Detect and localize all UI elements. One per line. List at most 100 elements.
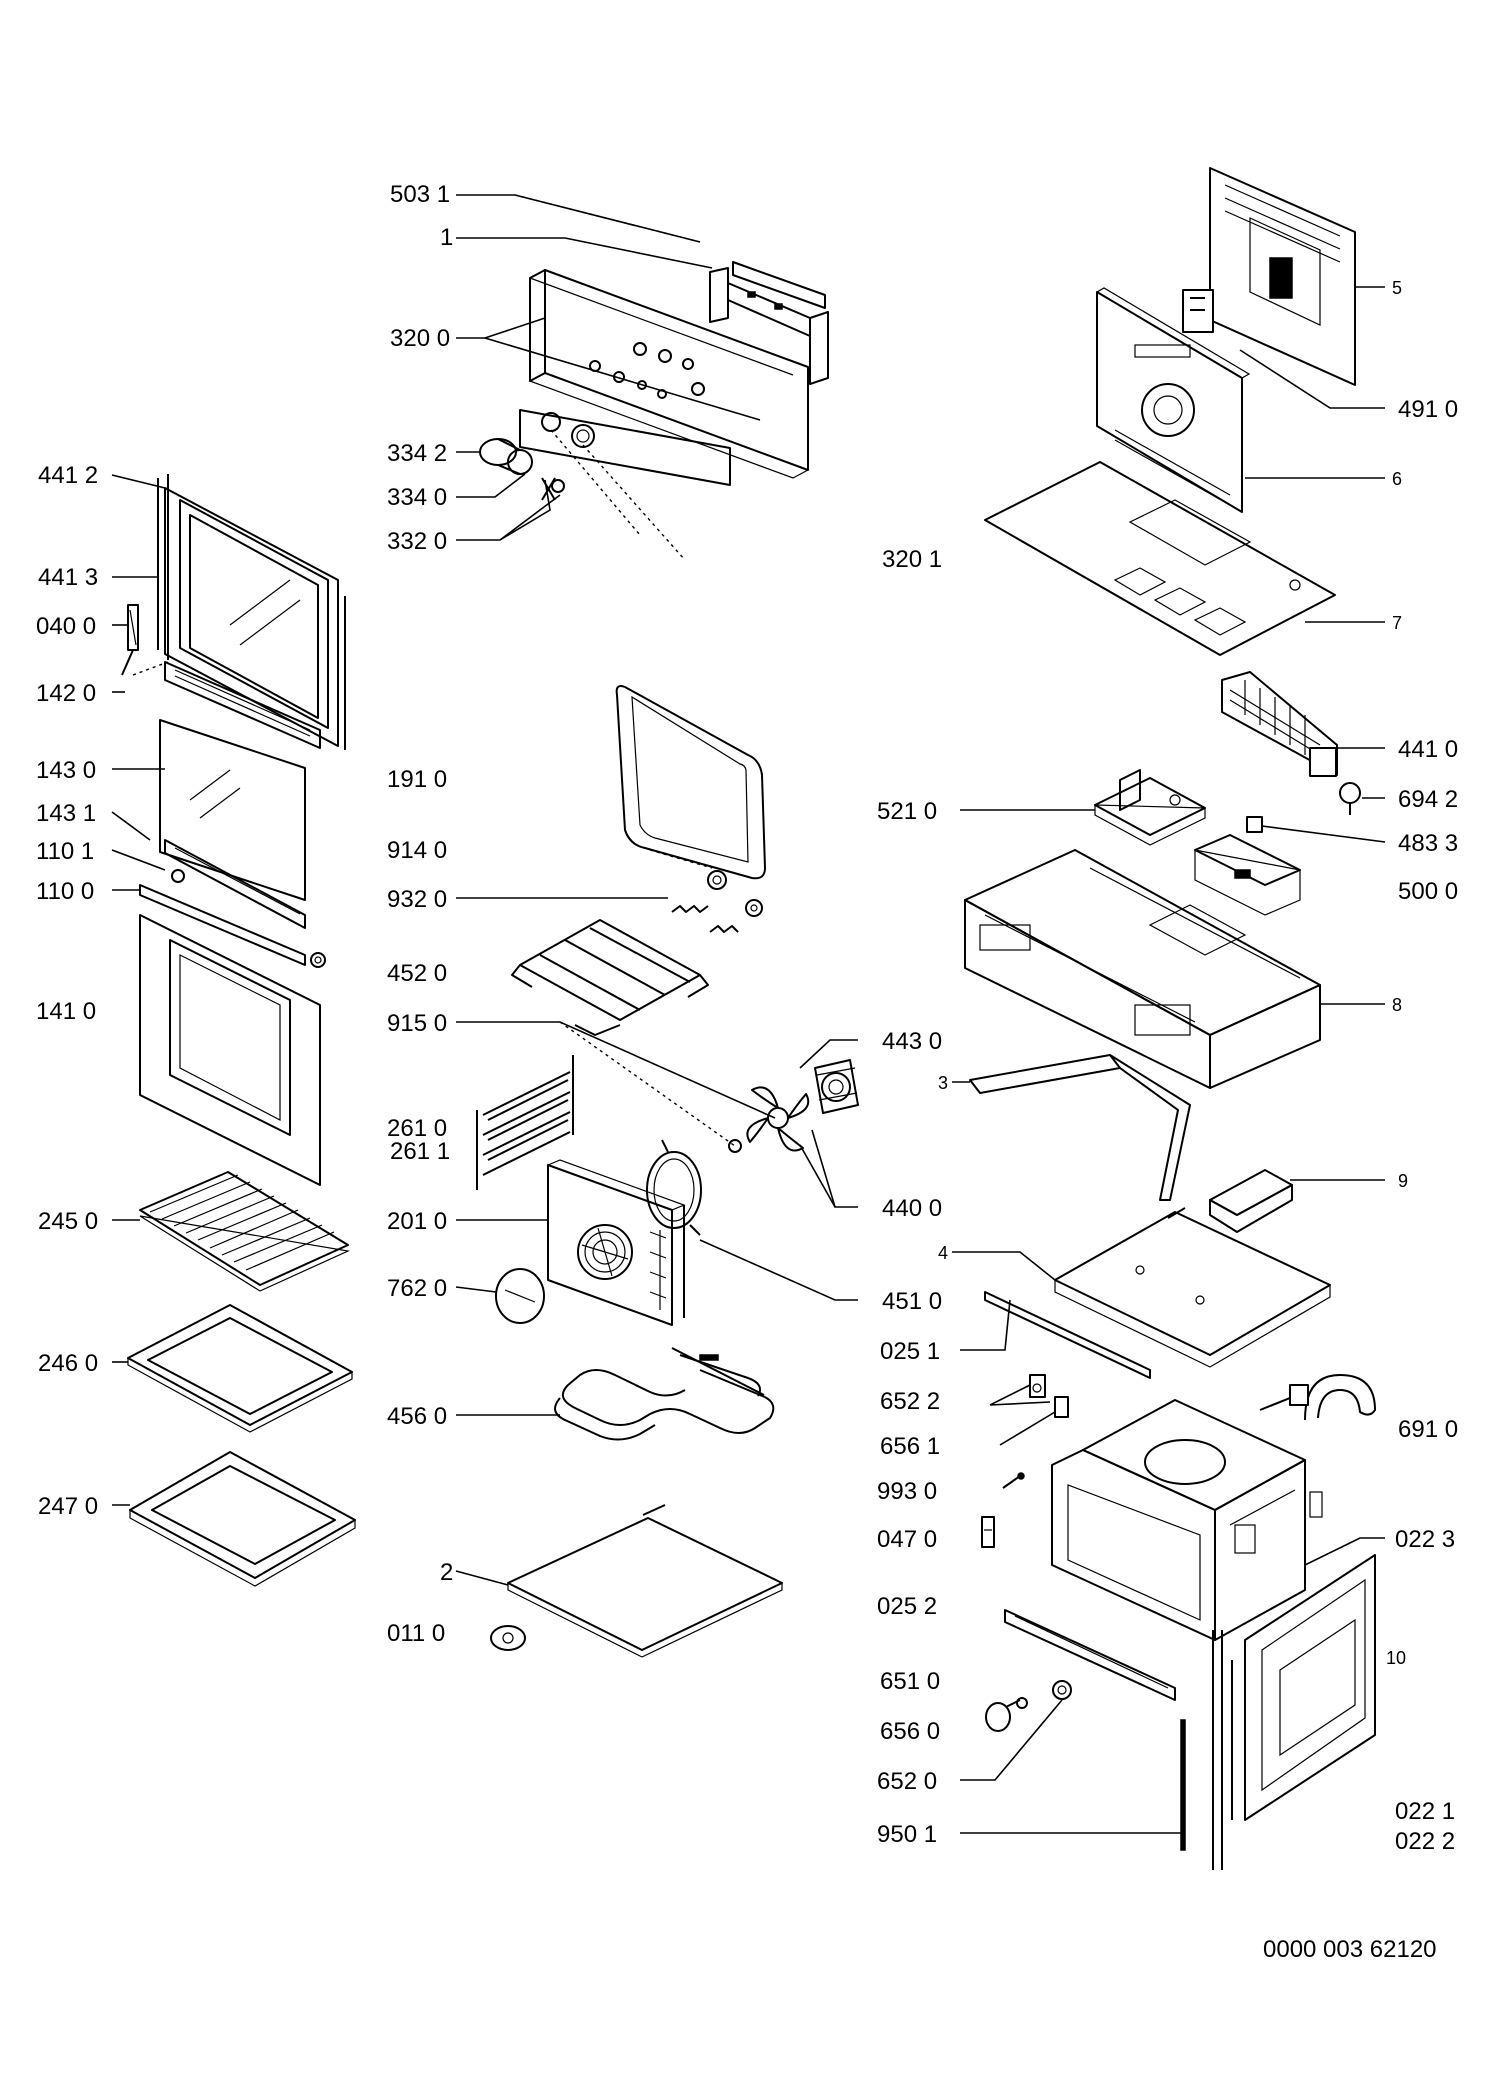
baking-tray-part	[127, 1304, 353, 1433]
label-246-0: 246 0	[38, 1350, 98, 1377]
label-334-0: 334 0	[387, 484, 447, 511]
cavity-top-cover-part	[1054, 1207, 1331, 1368]
motor-bracket-part	[1094, 769, 1206, 846]
hinge-part	[121, 604, 139, 676]
label-143-0: 143 0	[36, 757, 96, 784]
label-500-0: 500 0	[1398, 878, 1458, 905]
label-022-3: 022 3	[1395, 1526, 1455, 1553]
rating-label-part	[1209, 167, 1356, 386]
label-915-0: 915 0	[387, 1010, 447, 1037]
label-6: 6	[1392, 469, 1402, 489]
outer-door-part	[139, 914, 321, 1186]
lamp-cover-part	[495, 1268, 545, 1324]
label-483-3: 483 3	[1398, 830, 1458, 857]
label-452-0: 452 0	[387, 960, 447, 987]
seal-rod-part	[1180, 1630, 1223, 1870]
oven-lamp-part	[985, 1680, 1072, 1732]
deep-pan-part	[129, 1451, 356, 1587]
programmer-board-part	[1194, 834, 1301, 916]
shelf-support-part	[511, 919, 709, 1036]
top-plate-part	[984, 461, 1336, 656]
label-142-0: 142 0	[36, 680, 96, 707]
label-491-0: 491 0	[1398, 396, 1458, 423]
label-651-0: 651 0	[880, 1668, 940, 1695]
air-duct-part	[1209, 1169, 1293, 1233]
control-panel-part	[519, 269, 810, 486]
label-503-1: 503 1	[390, 181, 450, 208]
label-022-1: 022 1	[1395, 1798, 1455, 1825]
label-993-0: 993 0	[877, 1478, 937, 1505]
side-panel-part	[1231, 1554, 1376, 1821]
label-320-1: 320 1	[882, 546, 942, 573]
label-5: 5	[1392, 278, 1402, 298]
connector-part	[1246, 816, 1263, 833]
oven-cavity-part	[1051, 1399, 1323, 1641]
label-441-3: 441 3	[38, 564, 98, 591]
hinge-receiver-part	[1029, 1374, 1069, 1418]
control-housing-part	[964, 849, 1321, 1089]
label-443-0: 443 0	[882, 1028, 942, 1055]
label-141-0: 141 0	[36, 998, 96, 1025]
screw-part	[1002, 1472, 1025, 1489]
label-245-0: 245 0	[38, 1208, 98, 1235]
bottom-heater-part	[554, 1347, 775, 1441]
label-047-0: 047 0	[877, 1526, 937, 1553]
label-932-0: 932 0	[387, 886, 447, 913]
label-914-0: 914 0	[387, 837, 447, 864]
label-022-2: 022 2	[1395, 1828, 1455, 1855]
label-4: 4	[938, 1243, 948, 1263]
label-950-1: 950 1	[877, 1821, 937, 1848]
label-762-0: 762 0	[387, 1275, 447, 1302]
foot-part	[490, 1625, 526, 1651]
side-rail-part	[969, 1054, 1191, 1201]
label-441-0: 441 0	[1398, 736, 1458, 763]
trim-strip-lower-part	[1004, 1609, 1176, 1701]
inner-glass-part	[159, 719, 306, 901]
label-201-0: 201 0	[387, 1208, 447, 1235]
label-247-0: 247 0	[38, 1493, 98, 1520]
ring-element-part	[646, 1139, 702, 1236]
label-261-0: 261 0	[387, 1115, 447, 1142]
label-9: 9	[1398, 1171, 1408, 1191]
bottom-plate-part	[507, 1504, 783, 1658]
trim-strip-part	[709, 267, 829, 385]
label-8: 8	[1392, 995, 1402, 1015]
lamp-holder-part	[1259, 1374, 1376, 1421]
label-040-0: 040 0	[36, 613, 96, 640]
label-3: 3	[938, 1073, 948, 1093]
label-521-0: 521 0	[877, 798, 937, 825]
glass-support-strip-part	[139, 839, 326, 968]
sensor-part	[1339, 782, 1361, 815]
label-691-0: 691 0	[1398, 1416, 1458, 1443]
label-652-0: 652 0	[877, 1768, 937, 1795]
label-110-1: 110 1	[36, 838, 94, 865]
trim-strip-upper-part	[984, 1291, 1151, 1379]
label-440-0: 440 0	[882, 1195, 942, 1222]
label-652-2: 652 2	[880, 1388, 940, 1415]
label-025-1: 025 1	[880, 1338, 940, 1365]
label-656-0: 656 0	[880, 1718, 940, 1745]
label-7: 7	[1392, 613, 1402, 633]
fan-blade-part	[728, 1086, 810, 1153]
side-rack-part	[476, 1055, 574, 1190]
label-441-2: 441 2	[38, 462, 98, 489]
label-332-0: 332 0	[387, 528, 447, 555]
label-025-2: 025 2	[877, 1593, 937, 1620]
label-143-1: 143 1	[36, 800, 96, 827]
retaining-clip-part	[981, 1516, 995, 1548]
clip-spring-parts	[671, 870, 763, 933]
door-frame-part	[157, 474, 346, 750]
label-334-2: 334 2	[387, 440, 447, 467]
fan-motor-part	[814, 1059, 859, 1114]
label-456-0: 456 0	[387, 1403, 447, 1430]
label-451-0: 451 0	[882, 1288, 942, 1315]
terminal-block-part	[1182, 289, 1214, 333]
cooling-fan-part	[1221, 671, 1338, 777]
label-261-1: 261 1	[390, 1138, 450, 1165]
leader-lines	[111, 194, 1386, 1834]
label-110-0: 110 0	[36, 878, 94, 905]
door-seal-part	[615, 685, 766, 880]
label-2: 2	[440, 1559, 453, 1586]
label-656-1: 656 1	[880, 1433, 940, 1460]
